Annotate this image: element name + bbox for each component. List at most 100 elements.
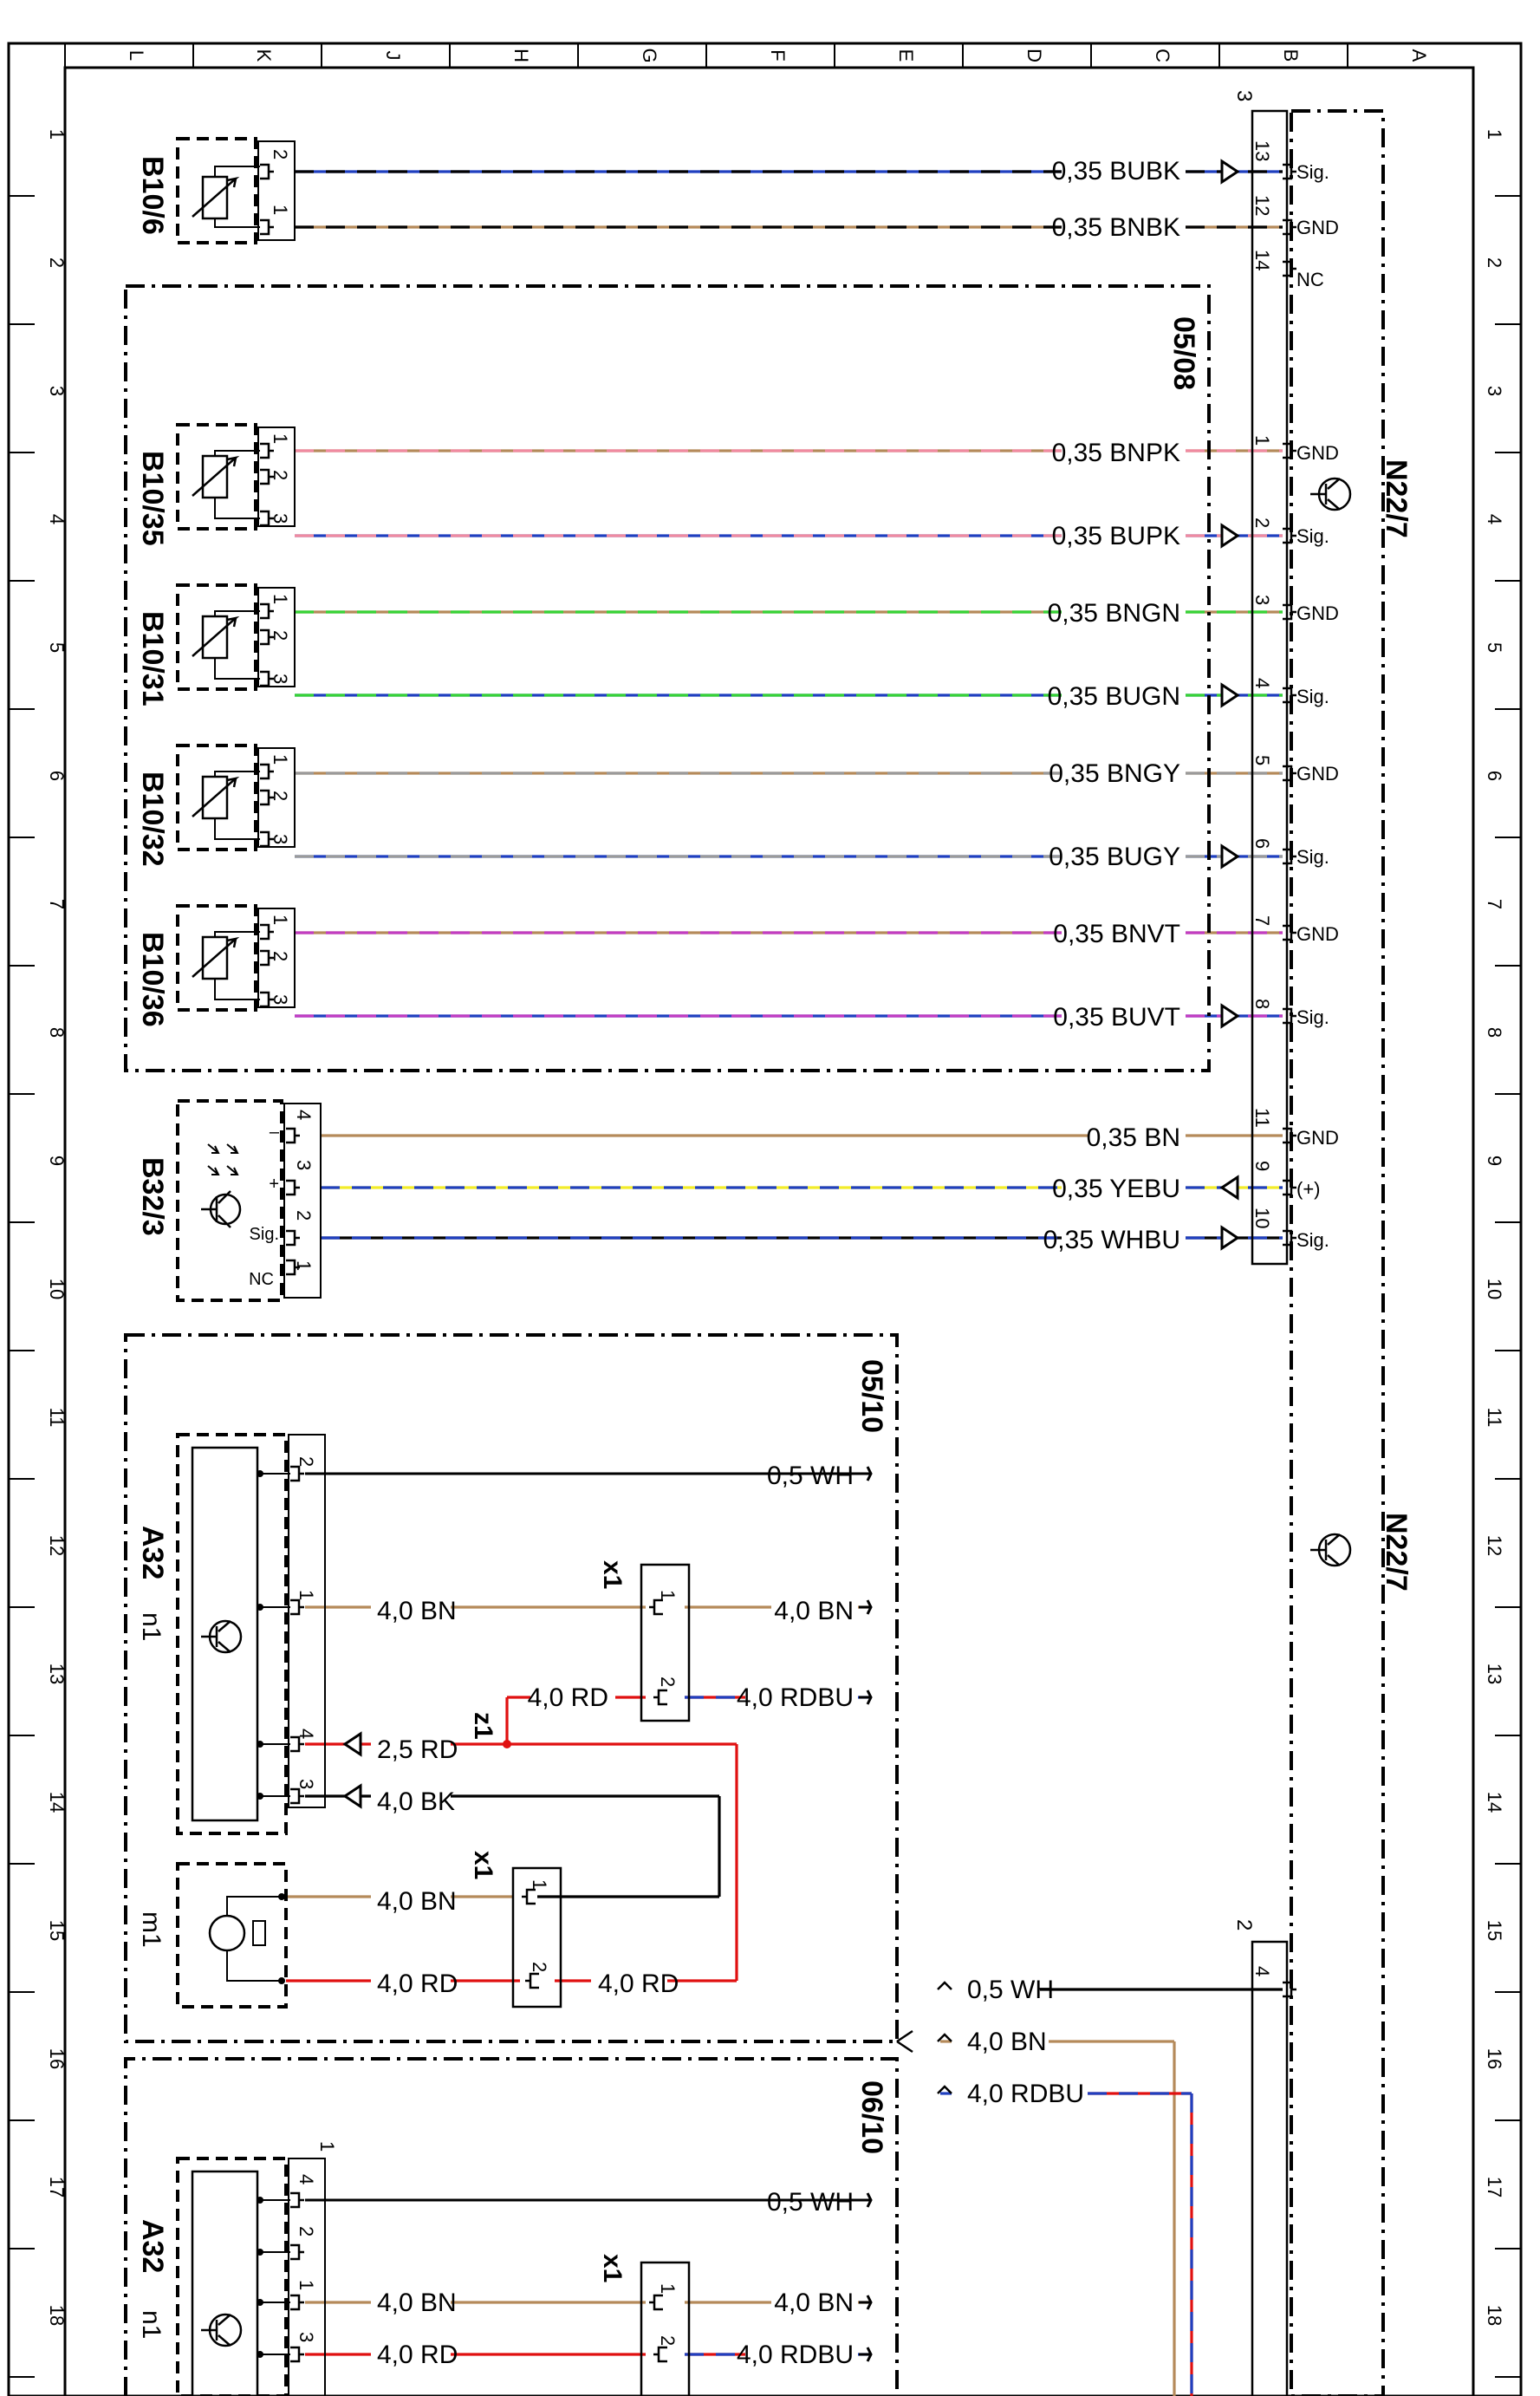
pin-number: 2: [296, 2226, 317, 2236]
variable-arrow: [192, 455, 240, 497]
light-rays: [207, 1143, 239, 1175]
signal-arrow: [1220, 1225, 1240, 1251]
wire-label: 4,0 RDBU: [737, 1683, 854, 1712]
pin-number: 3: [270, 674, 291, 684]
row-number: 16: [1484, 2048, 1505, 2069]
component-label: B10/36: [136, 932, 169, 1027]
wire-label: 0,35 BNBK: [1052, 213, 1180, 242]
transistor-legs: [201, 1190, 231, 1228]
row-number: 10: [46, 1279, 68, 1299]
variable-arrow: [192, 176, 240, 218]
pin-name: Sig.: [1296, 1229, 1329, 1251]
subcomponent-label: m1: [137, 1911, 166, 1948]
pin-contact: [286, 1179, 300, 1196]
pin-number: 6: [1251, 838, 1273, 849]
wire-label: 0,35 BNGN: [1048, 599, 1180, 628]
pin-contact: [260, 763, 274, 780]
a32-lower-labels: 0,5 WH 4,0 BN 4,0 BN 4,0 RD 4,0 RDBU: [377, 2188, 854, 2369]
row-number: 18: [1484, 2305, 1505, 2326]
module-connector: [288, 1434, 326, 1808]
signal-arrow: [342, 1783, 362, 1809]
component-label: B32/3: [136, 1157, 169, 1236]
row-number: 8: [1484, 1027, 1505, 1038]
pin-contact: [260, 163, 274, 180]
pin-number: 1: [296, 1590, 317, 1600]
ref-label: 06/10: [855, 2080, 888, 2154]
pin-number: 2: [529, 1962, 550, 1972]
control-unit-legs: [1310, 478, 1341, 511]
pin-number: 1: [316, 2141, 338, 2152]
component-label: B10/31: [136, 611, 169, 706]
row-number: 2: [1484, 257, 1505, 268]
pin-contact: [260, 670, 274, 687]
row-number: 5: [1484, 642, 1505, 653]
b32-pin-names: – + Sig. NC: [249, 1123, 280, 1289]
subcomponent-label: n1: [137, 1612, 166, 1641]
signal-arrow: [1220, 843, 1240, 869]
pin-number: 3: [293, 1160, 315, 1170]
pin-contact: [260, 949, 274, 967]
pin-number: 3: [270, 994, 291, 1005]
wire-layer: [286, 170, 1283, 2396]
pin-contact: [286, 1127, 300, 1144]
n22-pin-numbers: 13 12 14 1 2 3 4 5 6 7 8 11 9 10 4: [1251, 140, 1273, 1976]
pin-name: Sig.: [1296, 161, 1329, 183]
pin-name: GND: [1296, 763, 1339, 785]
row-number: 1: [1484, 129, 1505, 140]
pin-number: 3: [270, 834, 291, 844]
pin-contact: [260, 923, 274, 941]
connector-x1-lower: [511, 1866, 562, 2009]
a32-upper-pins: 2 1 4 3 1 2 1 2: [296, 1456, 679, 1972]
group-references: 05/08 05/10 06/10: [855, 316, 1200, 2154]
subcomponent-label: n1: [137, 2310, 166, 2339]
a32-upper-labels: 0,5 WH 4,0 BN 4,0 BN 4,0 RD 4,0 RDBU 2,5…: [377, 1462, 854, 1998]
wire-label: 0,35 BN: [1087, 1123, 1180, 1152]
col-letter: C: [1152, 49, 1173, 62]
pin-contact: [286, 1259, 300, 1276]
pin-number: 14: [1251, 250, 1273, 270]
module-body: [191, 1446, 259, 1822]
sensor-connector: [257, 747, 296, 848]
row-number: 3: [46, 386, 68, 396]
row-number: 15: [46, 1920, 68, 1941]
sensor-internal: [214, 610, 260, 680]
splice-z1: [503, 1740, 511, 1748]
sensor-pin-numbers: 2 1 1 2 3 1 2 3 1 2 3 1 2 3 4 3 2 1: [270, 149, 315, 1271]
motor-capacitor: [252, 1920, 266, 1946]
pin-number: 2: [657, 1677, 679, 1687]
wire-label: 4,0 BN: [377, 1597, 457, 1625]
ref-arrow: [859, 1690, 873, 1705]
ref-arrow: [859, 2347, 873, 2362]
wire-label: 4,0 BN: [377, 2289, 457, 2317]
pin-contact: [522, 1888, 536, 1905]
plug-number: 3: [1232, 90, 1256, 101]
sensor-box-ntc: [176, 744, 257, 851]
row-number: 10: [1484, 1279, 1505, 1299]
row-number: 4: [1484, 514, 1505, 524]
wire-label: 0,35 WHBU: [1043, 1226, 1180, 1254]
col-letter: H: [510, 49, 532, 62]
pin-number: 2: [270, 470, 291, 480]
row-number: 12: [46, 1535, 68, 1556]
pin-contact: [290, 1787, 304, 1805]
wire-label: 4,0 RDBU: [967, 2080, 1084, 2108]
col-letter: J: [382, 51, 404, 61]
wire-label: 0,5 WH: [967, 1976, 1054, 2004]
ref-arrow: [859, 2192, 873, 2208]
wire-label: 0,35 BUGY: [1049, 843, 1180, 871]
sensor-internal: [214, 931, 260, 1000]
pin-number: 1: [270, 433, 291, 444]
pin-number: 2: [270, 791, 291, 801]
component-label: B10/35: [136, 451, 169, 546]
row-number: 5: [46, 642, 68, 653]
row-number: 7: [46, 899, 68, 909]
row-number: 3: [1484, 386, 1505, 396]
pin-contact: [290, 2191, 304, 2209]
pin-name: Sig.: [1296, 525, 1329, 547]
pin-number: 1: [657, 1590, 679, 1600]
sensor-internal: [214, 166, 260, 228]
pin-name: (+): [1296, 1178, 1321, 1200]
pin-number: 7: [1251, 915, 1273, 926]
wire-label: 0,5 WH: [767, 1462, 854, 1490]
pin-name: +: [269, 1175, 279, 1194]
